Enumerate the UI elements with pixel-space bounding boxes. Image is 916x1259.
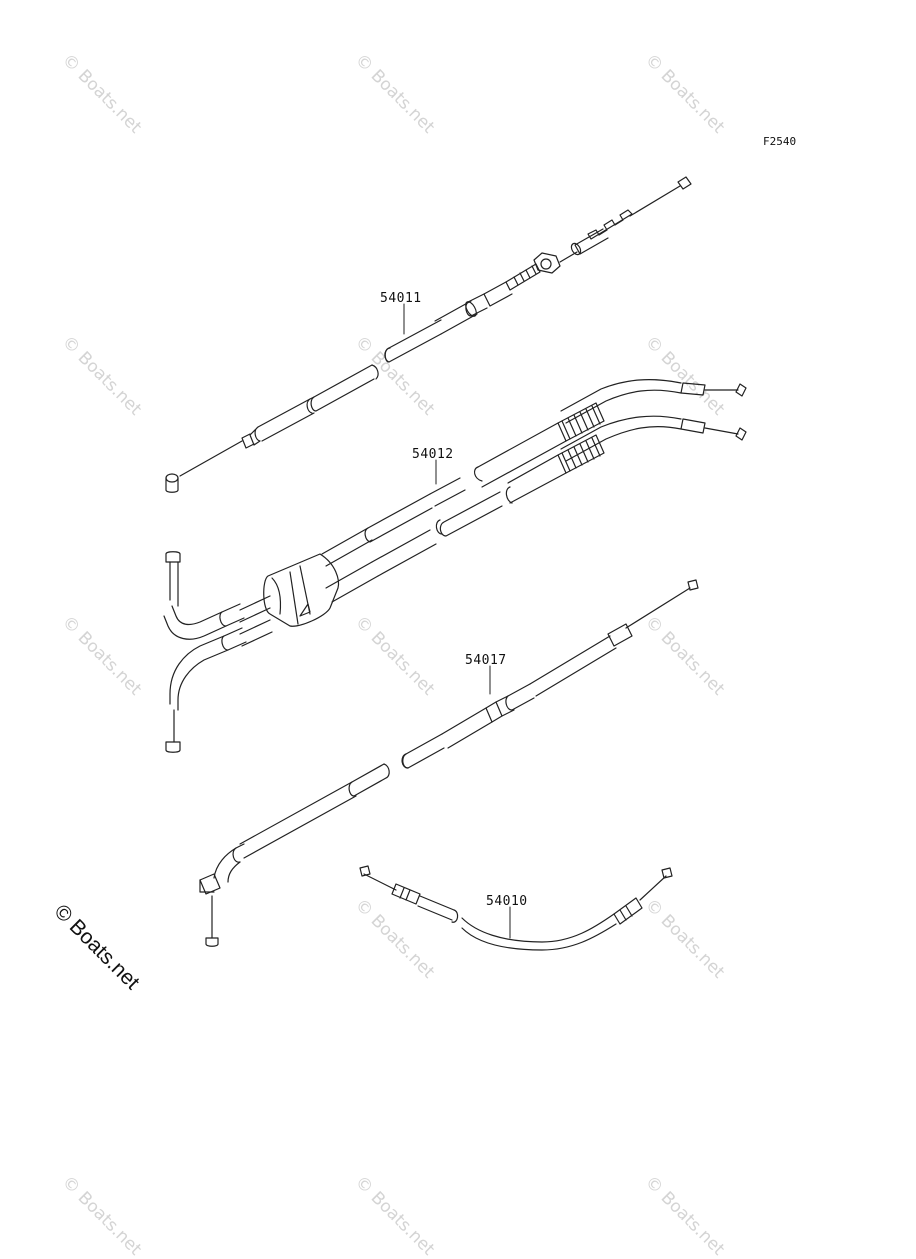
leader-lines [403,303,511,939]
part-number-54017[interactable]: 54017 [465,653,507,668]
part-number-54010[interactable]: 54010 [486,894,528,909]
cable-54017[interactable] [199,579,699,947]
cable-54012[interactable] [163,379,747,753]
part-number-54011[interactable]: 54011 [380,291,422,306]
cable-drawings [163,176,747,951]
cable-54011[interactable] [165,176,692,493]
part-number-54012[interactable]: 54012 [412,447,454,462]
cable-54010[interactable] [359,865,673,951]
parts-diagram: © Boats.net © Boats.net © Boats.net © Bo… [50,50,797,1259]
figure-code: F2540 [763,135,797,148]
